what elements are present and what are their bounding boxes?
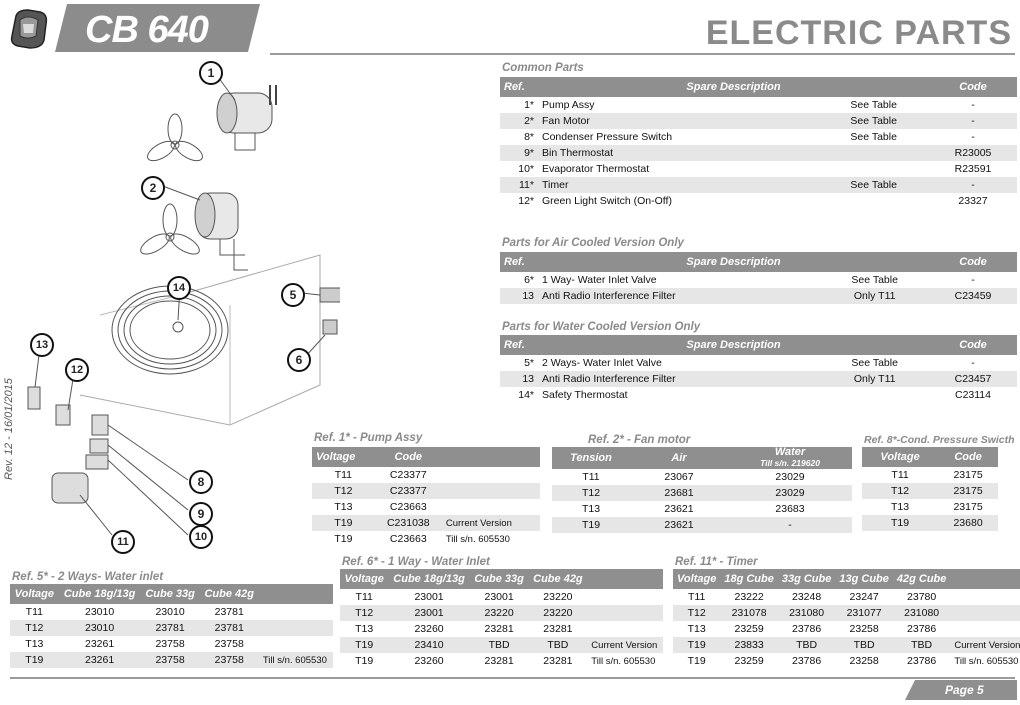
fan-title: Ref. 2* - Fan motor: [588, 434, 691, 446]
callout-10: 10: [189, 525, 213, 549]
pump-title: Ref. 1* - Pump Assy: [314, 432, 423, 444]
page-band: [905, 680, 1017, 700]
air-cooled-table: Ref. Spare Description Code 6*1 Way- Wat…: [500, 252, 1017, 304]
air-cooled-title: Parts for Air Cooled Version Only: [502, 237, 684, 249]
page-title: ELECTRIC PARTS: [705, 14, 1012, 52]
callout-12: 12: [65, 358, 89, 382]
callout-9: 9: [189, 502, 213, 526]
valve1-title: Ref. 6* - 1 Way - Water Inlet: [342, 556, 490, 568]
header-rule: [270, 53, 1015, 55]
footer-rule: [10, 677, 1015, 679]
model-title: CB 640: [85, 9, 209, 51]
water-cooled-table: Ref. Spare Description Code 5*2 Ways- Wa…: [500, 335, 1017, 403]
water-cooled-title: Parts for Water Cooled Version Only: [502, 321, 701, 333]
callout-8: 8: [189, 470, 213, 494]
revision-label: Rev. 12 - 16/01/2015: [3, 378, 15, 480]
timer-title: Ref. 11* - Timer: [675, 556, 758, 568]
callout-13: 13: [30, 333, 54, 357]
page-number: Page 5: [945, 683, 984, 697]
callout-14: 14: [167, 276, 191, 300]
callout-2: 2: [141, 176, 165, 200]
cond-title: Ref. 8*-Cond. Pressure Swicth: [864, 434, 1015, 446]
header-band: [55, 4, 260, 52]
table-row: 12*Green Light Switch (On-Off)23327: [518, 195, 988, 207]
callout-11: 11: [111, 530, 135, 554]
callout-6: 6: [287, 348, 311, 372]
valve2-title: Ref. 5* - 2 Ways- Water inlet: [12, 571, 164, 583]
callout-5: 5: [281, 283, 305, 307]
common-parts-title: Common Parts: [502, 62, 584, 74]
callout-1: 1: [199, 61, 223, 85]
logo-icon: [6, 6, 52, 52]
exploded-diagram: [27, 72, 340, 536]
